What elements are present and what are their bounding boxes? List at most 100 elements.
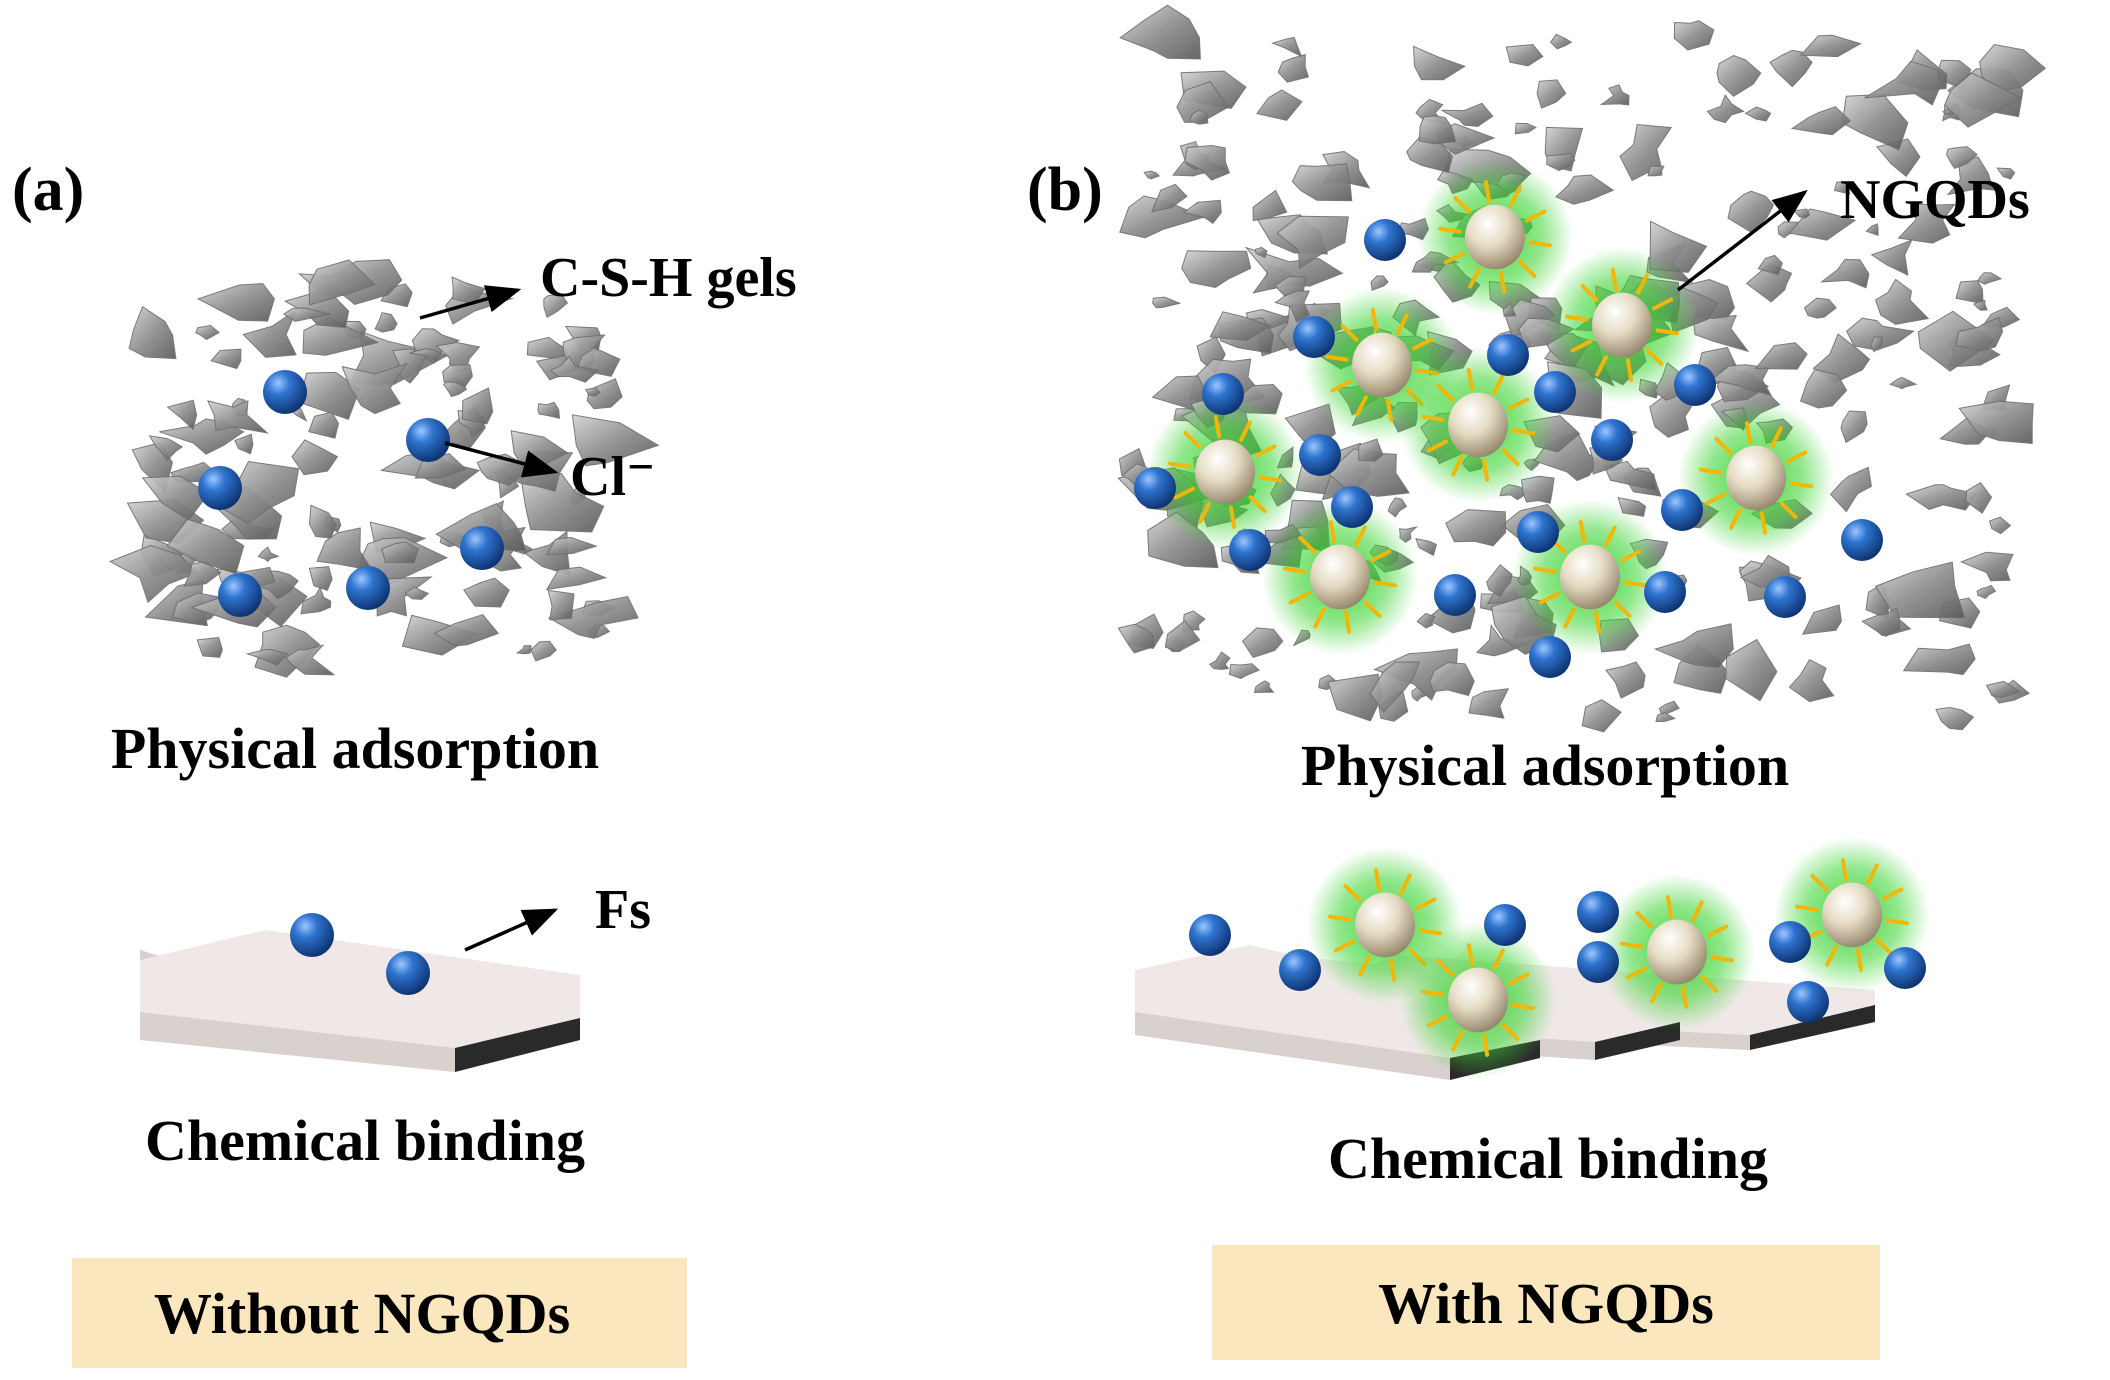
csh-gel-fragment-icon <box>1271 36 1303 58</box>
csh-gel-fragment-icon <box>1276 215 1349 269</box>
csh-gel-fragment-icon <box>257 546 280 563</box>
panel-b: (b) NGQDs Physical adsorption Chemical b… <box>1027 4 2047 1360</box>
csh-gel-fragment-icon <box>1119 4 1201 60</box>
csh-gel-fragment-icon <box>442 364 473 388</box>
chloride-ion-icon <box>1577 891 1619 933</box>
csh-gel-fragment-icon <box>1820 258 1870 289</box>
csh-gel-fragment-icon <box>1865 223 1879 237</box>
csh-gel-fragment-icon <box>1829 466 1873 513</box>
chloride-ion-icon <box>1764 576 1806 618</box>
csh-gel-fragment-icon <box>1754 342 1808 370</box>
chloride-ion-icon <box>1487 334 1529 376</box>
chloride-ion-icon <box>1434 574 1476 616</box>
csh-gel-fragment-icon <box>1441 102 1494 127</box>
csh-gel-fragment-icon <box>1905 484 1978 511</box>
csh-gel-fragment-icon <box>1935 706 1975 731</box>
friedel-salt-plate-a <box>140 930 580 1072</box>
csh-gel-fragment-icon <box>1327 673 1382 722</box>
csh-gel-fragment-icon <box>300 586 332 615</box>
csh-gel-fragment-icon <box>308 504 337 539</box>
csh-gel-fragment-icon <box>1619 123 1673 182</box>
friedel-label: Fs <box>595 879 651 941</box>
csh-gel-fragment-icon <box>1799 368 1848 409</box>
csh-gel-fragment-icon <box>1653 623 1734 669</box>
csh-gel-fragment-icon <box>1252 189 1288 222</box>
csh-gel-fragment-icon <box>1164 619 1201 653</box>
csh-gel-fragment-icon <box>1241 627 1284 658</box>
csh-gel-fragment-icon <box>308 411 340 439</box>
csh-gel-fragment-icon <box>1902 643 1976 676</box>
ngqd-label: NGQDs <box>1840 169 2030 231</box>
csh-gel-fragment-icon <box>1979 43 2047 94</box>
csh-gel-fragment-icon <box>1874 278 1930 325</box>
csh-gel-fragment-icon <box>1228 663 1261 680</box>
physical-adsorption-label-a: Physical adsorption <box>111 716 599 781</box>
chloride-ion-icon <box>1364 219 1406 261</box>
csh-gel-fragment-icon <box>586 378 623 410</box>
csh-gel-fragment-icon <box>1673 20 1715 51</box>
csh-gel-fragment-icon <box>1274 290 1311 323</box>
csh-gel-fragment-icon <box>1209 311 1272 341</box>
csh-gel-fragment-icon <box>1514 122 1537 135</box>
csh-gel-fragment-icon <box>1581 699 1622 733</box>
chloride-ion-icon <box>1517 511 1559 553</box>
csh-gel-fragment-icon <box>1833 181 1851 195</box>
csh-gel-fragment-icon <box>1897 202 1956 244</box>
arrow-to-friedel-label <box>464 908 559 952</box>
arrow-to-ngqd-label <box>1676 189 1808 292</box>
csh-gel-fragment-icon <box>1716 55 1762 97</box>
csh-gel-fragment-icon <box>463 577 510 608</box>
csh-gel-fragment-icon <box>1996 167 2016 180</box>
ngqd-particle-icon <box>1417 159 1573 315</box>
chloride-ion-icon <box>263 370 307 414</box>
csh-gel-fragment-icon <box>166 399 198 431</box>
csh-gel-fragment-icon <box>547 589 575 621</box>
csh-gel-fragment-icon <box>1745 263 1793 303</box>
csh-gel-fragment-icon <box>1415 538 1437 557</box>
csh-gel-fragment-icon <box>1841 93 1909 151</box>
csh-gel-fragment-icon <box>1209 651 1231 670</box>
ngqd-particle-icon <box>1147 394 1303 550</box>
csh-gel-fragment-icon <box>1554 174 1615 205</box>
csh-gel-fragment-icon <box>1801 604 1842 635</box>
chloride-ion-icon <box>346 566 390 610</box>
chloride-ion-icon <box>1484 904 1526 946</box>
csh-gel-fragment-icon <box>585 387 601 397</box>
csh-gel-fragment-icon <box>1799 34 1862 58</box>
csh-gel-fragment-icon <box>1184 144 1231 181</box>
ngqd-particle-icon <box>1262 499 1418 655</box>
csh-gel-fragment-icon <box>1188 109 1209 125</box>
csh-gel-fragment-icon <box>515 645 532 655</box>
csh-gel-fragment-icon <box>1152 296 1182 309</box>
csh-gel-fragment-icon <box>1727 190 1775 233</box>
csh-gel-fragment-icon <box>1846 317 1915 351</box>
csh-gel-fragment-icon <box>285 644 336 676</box>
gel-label: C-S-H gels <box>540 247 797 309</box>
csh-gel-fragment-icon <box>1790 106 1851 136</box>
csh-gel-fragment-icon <box>1256 89 1303 121</box>
csh-gel-fragment-icon <box>210 348 242 370</box>
csh-gel-fragment-icon <box>195 324 220 341</box>
csh-gel-fragment-icon <box>1812 333 1871 384</box>
chloride-ion-icon <box>198 466 242 510</box>
csh-gel-fragment-icon <box>108 544 198 604</box>
csh-gel-fragment-icon <box>1944 72 2023 128</box>
csh-gel-fragment-icon <box>1378 689 1409 722</box>
csh-gel-fragment-icon <box>1876 138 1921 178</box>
csh-gel-fragment-icon <box>1757 254 1783 276</box>
csh-gel-fragment-icon <box>1412 45 1466 81</box>
csh-gel-fragment-icon <box>1254 246 1268 259</box>
chemical-binding-label-a: Chemical binding <box>145 1108 585 1173</box>
csh-gel-fragment-icon <box>1505 43 1544 67</box>
csh-gel-fragment-icon <box>1549 33 1573 50</box>
chloride-ion-icon <box>1331 486 1373 528</box>
csh-gel-fragment-icon <box>291 439 339 476</box>
csh-gel-fragment-icon <box>1605 661 1646 699</box>
csh-gel-fragment-icon <box>1988 516 2012 535</box>
csh-gel-fragment-icon <box>1387 497 1408 518</box>
csh-gel-fragment-icon <box>1861 607 1901 637</box>
csh-gel-fragment-icon <box>1655 712 1676 723</box>
csh-gel-fragment-icon <box>245 648 289 666</box>
condition-label-b: With NGQDs <box>1378 1271 1714 1336</box>
condition-label-a: Without NGQDs <box>154 1281 570 1346</box>
